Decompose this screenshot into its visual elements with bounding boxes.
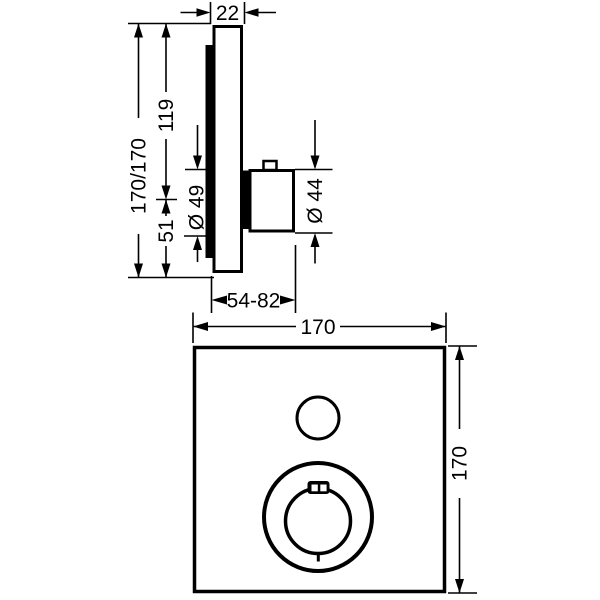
dimension-label-51: 51 — [155, 219, 178, 242]
dim-overall-height: 170/170 — [128, 22, 214, 279]
arrowhead-left-icon — [244, 8, 259, 17]
arrowhead-down-icon — [161, 263, 171, 278]
dimension-line — [448, 345, 477, 594]
dim-plate-width: 170 — [192, 312, 447, 343]
select-button-circle — [295, 395, 341, 441]
dimension-label-plate-height: 170 — [449, 446, 472, 481]
dim-handle-center-to-bottom: 51 — [155, 199, 178, 278]
arrowhead-left-icon — [193, 322, 208, 331]
dim-sleeve-diameter: Ø 49 — [184, 125, 209, 262]
arrowhead-up-icon — [310, 233, 320, 247]
handle-side-profile — [248, 169, 295, 233]
front-view: 170 170 — [192, 312, 477, 594]
dimension-label-installation-depth: 54-82 — [227, 290, 281, 313]
side-view: 22 170/170 119 51 Ø 49 — [128, 2, 333, 313]
dim-plate-thickness: 22 — [180, 2, 276, 25]
valve-body-connector — [242, 170, 249, 229]
dimension-label-plate-width: 170 — [300, 316, 335, 339]
handle-grip-tab-side — [262, 159, 278, 172]
arrowhead-down-icon — [134, 263, 143, 278]
dim-plate-height: 170 — [448, 345, 477, 594]
arrowhead-up-icon — [161, 23, 171, 38]
dimension-label-sleeve-diameter: Ø 49 — [186, 185, 209, 231]
dimension-label-handle-diameter: Ø 44 — [304, 178, 327, 224]
extension-lines — [210, 245, 297, 313]
dimension-label-plate-thickness: 22 — [216, 2, 239, 25]
dimension-line — [295, 120, 333, 264]
grip-tab-cell-left — [311, 484, 318, 492]
arrowhead-up-icon — [193, 236, 202, 250]
arrowhead-up-icon — [161, 199, 171, 214]
wall-sleeve-edge — [205, 45, 213, 258]
arrowhead-up-icon — [134, 23, 143, 38]
dim-installation-depth: 54-82 — [210, 245, 297, 313]
handle-inner-circle — [283, 486, 353, 556]
dimension-label-overall-height: 170/170 — [128, 138, 151, 214]
arrowhead-down-icon — [310, 155, 320, 170]
arrowhead-down-icon — [193, 155, 202, 170]
handle-index-tick — [316, 554, 320, 562]
arrowhead-up-icon — [455, 346, 464, 360]
dimension-line — [192, 312, 447, 343]
arrowhead-right-icon — [280, 295, 296, 305]
arrowhead-down-icon — [455, 579, 464, 593]
arrowhead-down-icon — [161, 185, 171, 200]
dimension-line — [128, 22, 214, 279]
dimension-label-119: 119 — [155, 99, 178, 132]
handle-grip-tab-front — [307, 481, 330, 494]
extension-lines — [180, 2, 276, 24]
arrowhead-left-icon — [211, 295, 227, 305]
dimension-line — [184, 125, 208, 262]
arrowhead-right-icon — [431, 322, 446, 331]
grip-tab-cell-right — [320, 484, 327, 492]
plate-side-profile — [212, 25, 243, 273]
dim-handle-diameter: Ø 44 — [295, 120, 333, 264]
arrowhead-right-icon — [196, 8, 211, 17]
